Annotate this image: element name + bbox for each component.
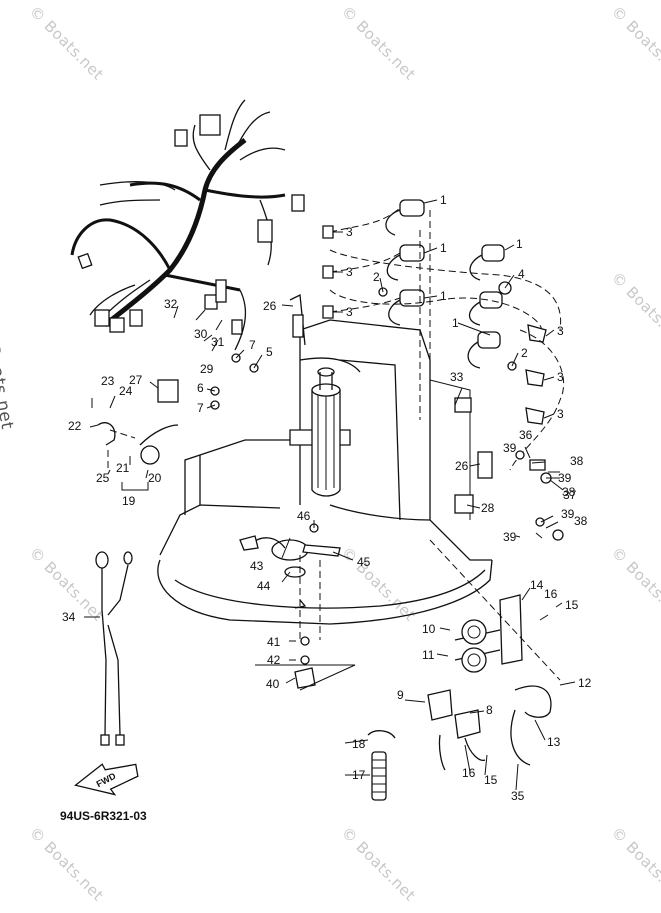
callout-number: 14 [530, 578, 544, 592]
callout-number: 1 [516, 237, 523, 251]
diagram-code: 94US-6R321-03 [60, 809, 147, 823]
callout-number: 4 [518, 267, 525, 281]
callout-number: 6 [197, 381, 204, 395]
callout-number: 1 [440, 193, 447, 207]
callout-number: 21 [116, 461, 130, 475]
callout-number: 15 [565, 598, 579, 612]
battery-cable [95, 551, 133, 746]
callout-number: 2 [373, 270, 380, 284]
callout-number: 16 [462, 766, 476, 780]
callout-number: 12 [578, 676, 592, 690]
callout-number: 42 [267, 653, 281, 667]
callout-number: 7 [197, 401, 204, 415]
callout-number: 19 [122, 494, 136, 508]
callout-number: 24 [119, 384, 133, 398]
wire-harness [70, 99, 305, 351]
callout-number: 1 [440, 241, 447, 255]
callout-number: 5 [266, 345, 273, 359]
callout-number: 17 [352, 768, 366, 782]
callout-number: 39 [503, 441, 517, 455]
callout-number: 15 [484, 773, 498, 787]
callout-number: 18 [352, 737, 366, 751]
callout-number: 26 [263, 299, 277, 313]
callout-number: 3 [557, 324, 564, 338]
lower-parts [239, 523, 356, 691]
callout-number: 26 [455, 459, 469, 473]
callout-number: 44 [257, 579, 271, 593]
ignition-coils [322, 199, 565, 471]
callout-number: 34 [62, 610, 76, 624]
callout-number: 23 [101, 374, 115, 388]
callout-number: 8 [486, 703, 493, 717]
callout-numbers: 1111122333333456778910111213141515161617… [62, 193, 592, 803]
callout-number: 3 [557, 407, 564, 421]
callout-number: 28 [481, 501, 495, 515]
engine-cowling [157, 319, 493, 625]
bracket-parts [97, 293, 564, 541]
callout-number: 38 [574, 514, 588, 528]
callout-number: 39 [503, 530, 517, 544]
callout-number: 45 [357, 555, 371, 569]
callout-number: 39 [561, 507, 575, 521]
callout-number: 38 [562, 485, 576, 499]
callout-number: 46 [297, 509, 311, 523]
callout-number: 40 [266, 677, 280, 691]
callout-number: 20 [148, 471, 162, 485]
callout-number: 25 [96, 471, 110, 485]
callout-number: 43 [250, 559, 264, 573]
callout-number: 13 [547, 735, 561, 749]
callout-number: 11 [422, 648, 435, 662]
rectifier-assembly [367, 539, 561, 801]
callout-number: 3 [557, 370, 564, 384]
callout-number: 3 [346, 305, 353, 319]
callout-number: 3 [346, 265, 353, 279]
callout-number: 30 [194, 327, 208, 341]
fwd-arrow-icon: FWD [73, 763, 139, 796]
callout-number: 1 [452, 316, 459, 330]
callout-number: 7 [249, 338, 256, 352]
callout-number: 35 [511, 789, 525, 803]
callout-number: 22 [68, 419, 82, 433]
callout-number: 9 [397, 688, 404, 702]
callout-number: 10 [422, 622, 436, 636]
callout-number: 27 [129, 373, 143, 387]
callout-number: 32 [164, 297, 178, 311]
callout-number: 3 [346, 225, 353, 239]
callout-number: 41 [267, 635, 281, 649]
callout-labels [84, 199, 576, 791]
callout-number: 31 [211, 335, 225, 349]
callout-number: 16 [544, 587, 558, 601]
callout-number: 37 [563, 488, 577, 502]
callout-number: 2 [521, 346, 528, 360]
callout-number: 39 [558, 471, 572, 485]
callout-number: 29 [200, 362, 214, 376]
callout-number: 38 [570, 454, 584, 468]
callout-number: 1 [440, 289, 447, 303]
callout-number: 33 [450, 370, 464, 384]
callout-number: 36 [519, 428, 533, 442]
